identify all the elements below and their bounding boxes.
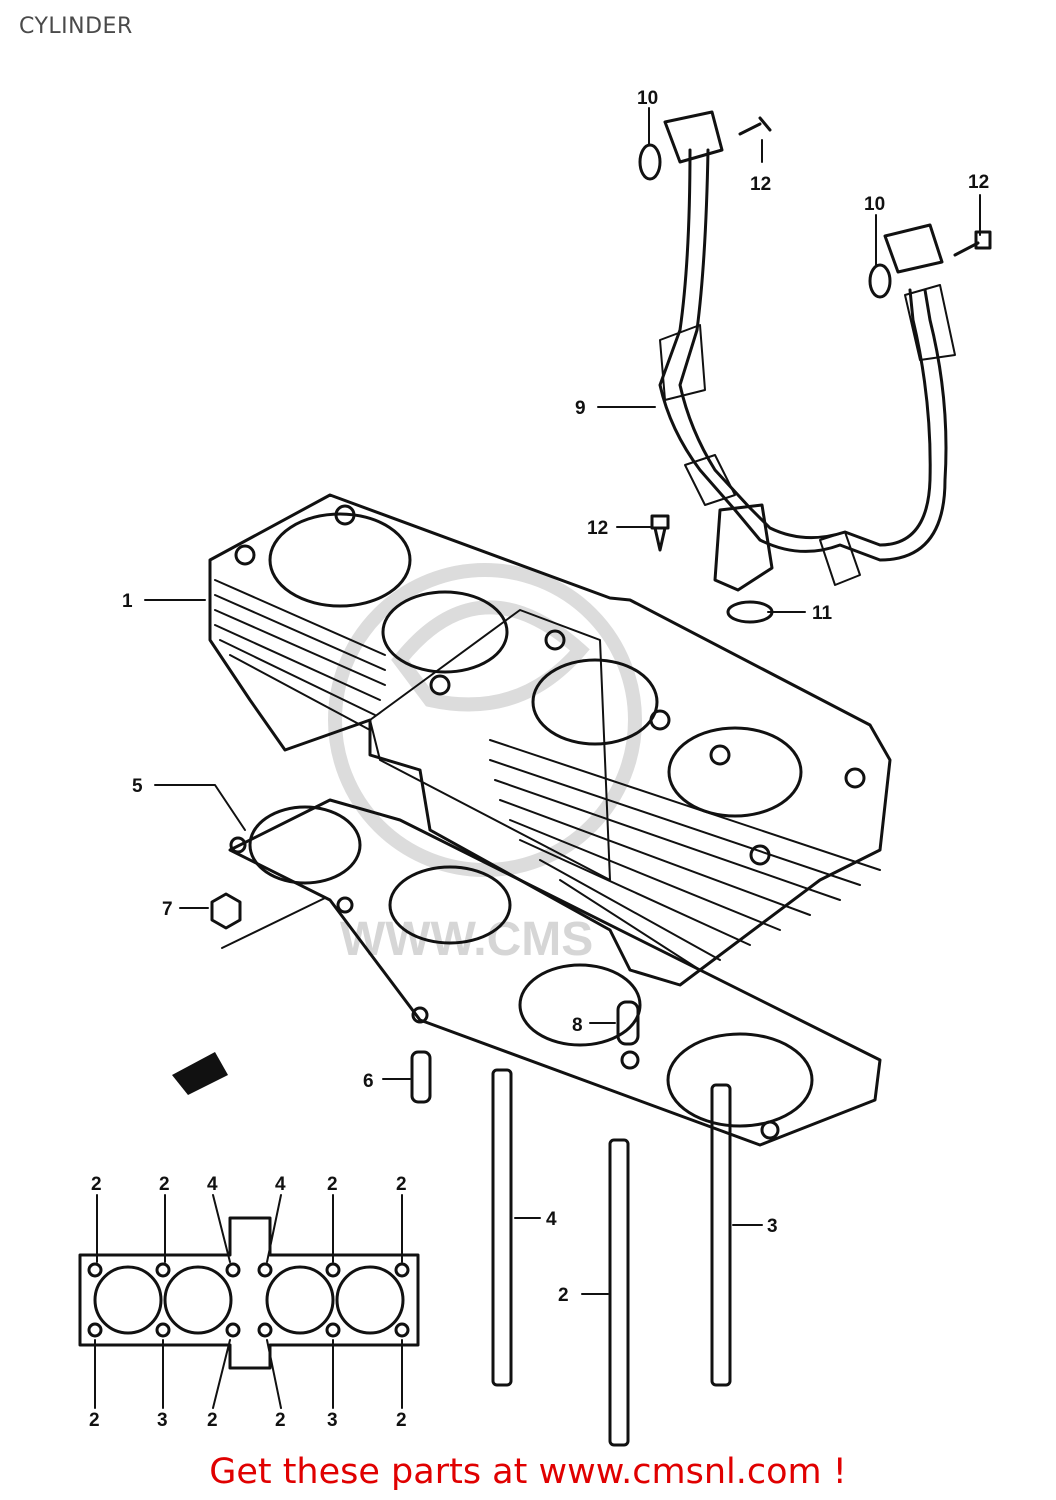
layout-callout-bottom-6: 2 — [396, 1410, 407, 1431]
watermark-text: WWW.CMS — [340, 913, 593, 966]
footer-link[interactable]: www.cmsnl.com — [538, 1452, 822, 1492]
callout-3: 3 — [767, 1216, 778, 1237]
stud-bolt-2 — [608, 1138, 630, 1447]
callout-12-right: 12 — [968, 172, 989, 193]
layout-callout-bottom-5: 3 — [327, 1410, 338, 1431]
callout-4: 4 — [546, 1209, 557, 1230]
cylinder-base-gasket — [228, 798, 882, 1147]
bolt-mid — [650, 514, 670, 552]
callout-8: 8 — [572, 1015, 583, 1036]
layout-callout-top-2: 2 — [159, 1174, 170, 1195]
layout-callout-top-1: 2 — [91, 1174, 102, 1195]
layout-callout-top-3: 4 — [207, 1174, 218, 1195]
page-title: CYLINDER — [19, 14, 133, 39]
callout-9: 9 — [575, 398, 586, 419]
watermark-logo — [328, 563, 642, 877]
callout-5: 5 — [132, 776, 143, 797]
layout-callout-bottom-3: 2 — [207, 1410, 218, 1431]
o-ring-upper — [638, 143, 662, 181]
footer-suffix: ! — [821, 1452, 847, 1492]
footer-promo: Get these parts at www.cmsnl.com ! — [0, 1452, 1056, 1492]
oil-hose-assembly — [658, 110, 956, 592]
bolt-right — [953, 230, 992, 257]
bolt-upper — [738, 116, 772, 136]
layout-callout-bottom-2: 3 — [157, 1410, 168, 1431]
callout-7: 7 — [162, 899, 173, 920]
stud-bolt-3 — [710, 1083, 732, 1387]
stud-layout-plate — [78, 1216, 420, 1370]
front-arrow-icon — [172, 1052, 228, 1095]
layout-callout-top-5: 2 — [327, 1174, 338, 1195]
cylinder-block — [208, 493, 892, 987]
callout-1: 1 — [122, 591, 133, 612]
o-ring-bottom — [726, 600, 774, 624]
callout-6: 6 — [363, 1071, 374, 1092]
dowel-pin-6 — [410, 1050, 432, 1104]
nut — [210, 892, 326, 949]
layout-callout-top-6: 2 — [396, 1174, 407, 1195]
callout-12-mid: 12 — [587, 518, 608, 539]
footer-prefix: Get these parts at — [209, 1452, 539, 1492]
callout-10-upper: 10 — [637, 88, 658, 109]
layout-callout-top-4: 4 — [275, 1174, 286, 1195]
o-ring-right — [868, 263, 892, 299]
layout-callout-bottom-4: 2 — [275, 1410, 286, 1431]
callout-2: 2 — [558, 1285, 569, 1306]
callout-12-upper: 12 — [750, 174, 771, 195]
callout-11: 11 — [812, 603, 833, 624]
callout-10-right: 10 — [864, 194, 885, 215]
stud-bolt-4 — [491, 1068, 513, 1387]
dowel-pin-8 — [616, 1000, 640, 1046]
layout-callout-bottom-1: 2 — [89, 1410, 100, 1431]
